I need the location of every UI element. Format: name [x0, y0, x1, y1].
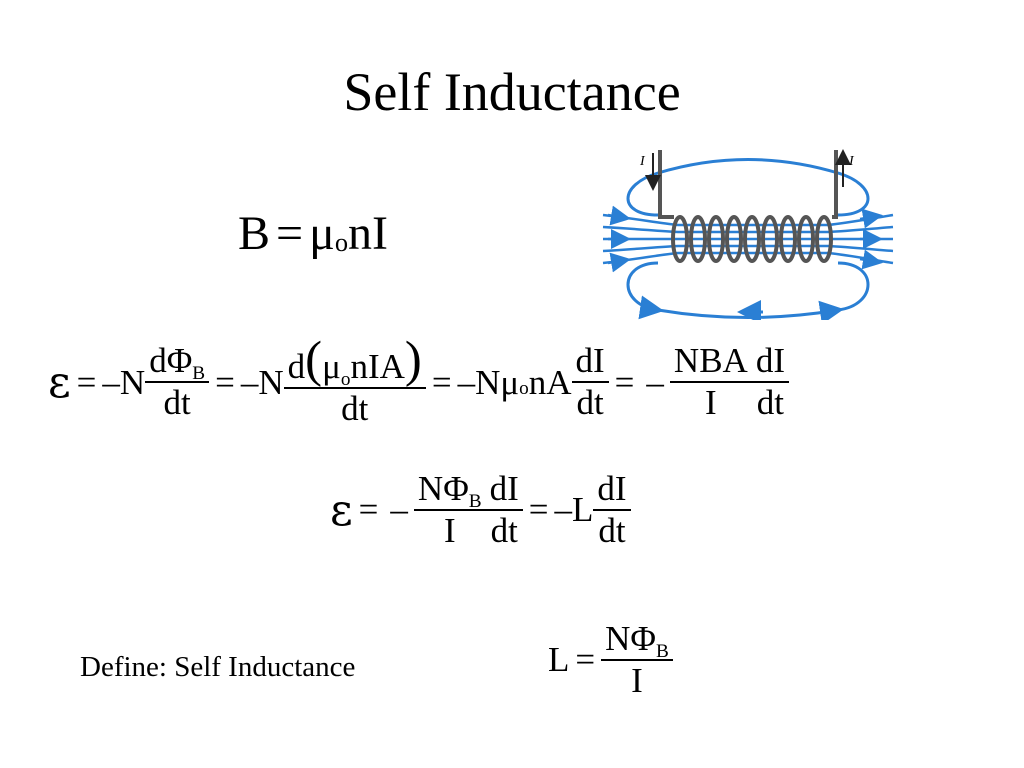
eq-symbol-B: B: [238, 207, 271, 260]
eq-equals: =: [358, 490, 379, 530]
eq-symbol-L: L: [548, 640, 570, 680]
eq-mu: μ: [309, 207, 335, 260]
frac-num: dI: [593, 469, 631, 511]
frac-den: dt: [163, 382, 191, 422]
eq-minus-N: –N: [102, 362, 146, 402]
eq-minus-L: –L: [554, 490, 594, 530]
frac-nIA: nIA: [350, 347, 405, 386]
eq-equals: =: [276, 207, 304, 260]
eq-sub-o: o: [519, 378, 529, 400]
frac-den: dt: [341, 388, 369, 428]
frac-NPhi-I: NΦB I: [413, 469, 486, 551]
frac-NBA-I: NBA I: [669, 342, 752, 423]
slide-title: Self Inductance: [343, 62, 681, 122]
frac-d: d: [287, 347, 306, 386]
frac-dI-dt: dI dt: [593, 469, 631, 551]
definition-label: Define: Self Inductance: [80, 651, 356, 683]
frac-dI-dt: dI dt: [571, 342, 609, 423]
frac-d-muonIA-dt: d(μonIA) dt: [283, 334, 426, 429]
frac-den: I: [631, 660, 643, 700]
frac-num: NΦ: [417, 469, 469, 508]
frac-sub-o: o: [340, 368, 351, 390]
frac-num: NBA: [669, 342, 752, 383]
eq-minus-Nmu: –Nμ: [457, 362, 520, 402]
eq-minus-N: –N: [240, 362, 284, 402]
solenoid-diagram: I I: [602, 149, 894, 320]
eq-equals: =: [431, 362, 452, 402]
frac-den: dt: [756, 382, 785, 422]
frac-dI-dt: dI dt: [751, 342, 789, 423]
frac-den: I: [443, 510, 456, 550]
frac-den: I: [705, 382, 717, 422]
frac-num: NΦ: [605, 619, 656, 658]
frac-num-sub: B: [468, 490, 482, 512]
frac-mu: μ: [322, 347, 341, 386]
eq-minus: –: [390, 490, 408, 530]
frac-NPhi-I: NΦB I: [601, 619, 673, 701]
eq-equals: =: [215, 362, 235, 402]
frac-num: dΦ: [149, 341, 193, 381]
frac-dPhi-dt: dΦB dt: [145, 341, 210, 423]
frac-lparen: (: [305, 330, 323, 387]
eq-epsilon: ε: [330, 484, 353, 536]
frac-num-sub: B: [656, 640, 669, 662]
frac-dI-dt: dI dt: [485, 469, 523, 551]
frac-num: dI: [571, 342, 609, 383]
frac-num: dI: [751, 342, 789, 383]
eq-epsilon: ε: [48, 357, 71, 408]
frac-den: dt: [576, 382, 604, 422]
eq-equals: =: [575, 640, 596, 680]
frac-num: dI: [485, 469, 523, 511]
eq-equals: =: [76, 362, 97, 402]
diagram-current-label-right: I: [848, 154, 855, 169]
frac-num-sub: B: [192, 362, 206, 384]
inductance-definition-equation: L = NΦB I: [548, 619, 673, 701]
eq-minus: –: [646, 362, 664, 402]
emf-result-equation: ε = – NΦB I dI dt = –L dI dt: [330, 469, 631, 551]
eq-nI: nI: [348, 207, 389, 260]
eq-sub-o: o: [334, 227, 349, 258]
frac-den: dt: [490, 510, 518, 550]
eq-equals: =: [614, 362, 635, 402]
eq-nA: nA: [528, 362, 572, 402]
frac-rparen: ): [404, 330, 422, 387]
diagram-current-label-left: I: [639, 154, 646, 169]
eq-equals: =: [528, 490, 549, 530]
frac-den: dt: [598, 510, 626, 550]
